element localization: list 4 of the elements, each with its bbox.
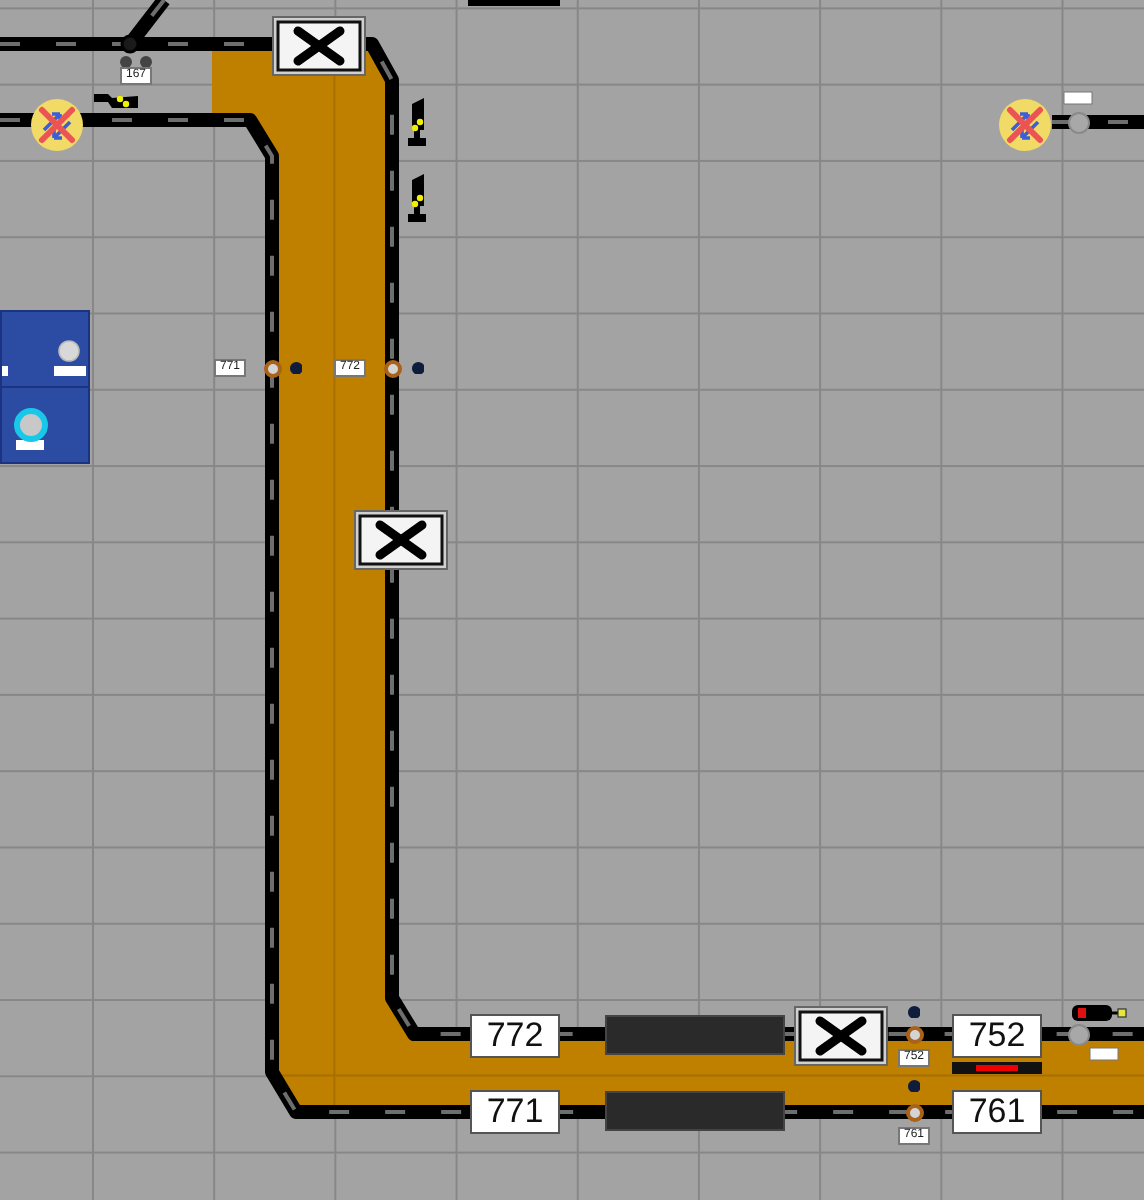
section-number-plate: 752 <box>952 1014 1042 1058</box>
section-number-plate: 761 <box>952 1090 1042 1134</box>
section-number-plate: 771 <box>470 1090 560 1134</box>
section-number-plate: 772 <box>470 1014 560 1058</box>
